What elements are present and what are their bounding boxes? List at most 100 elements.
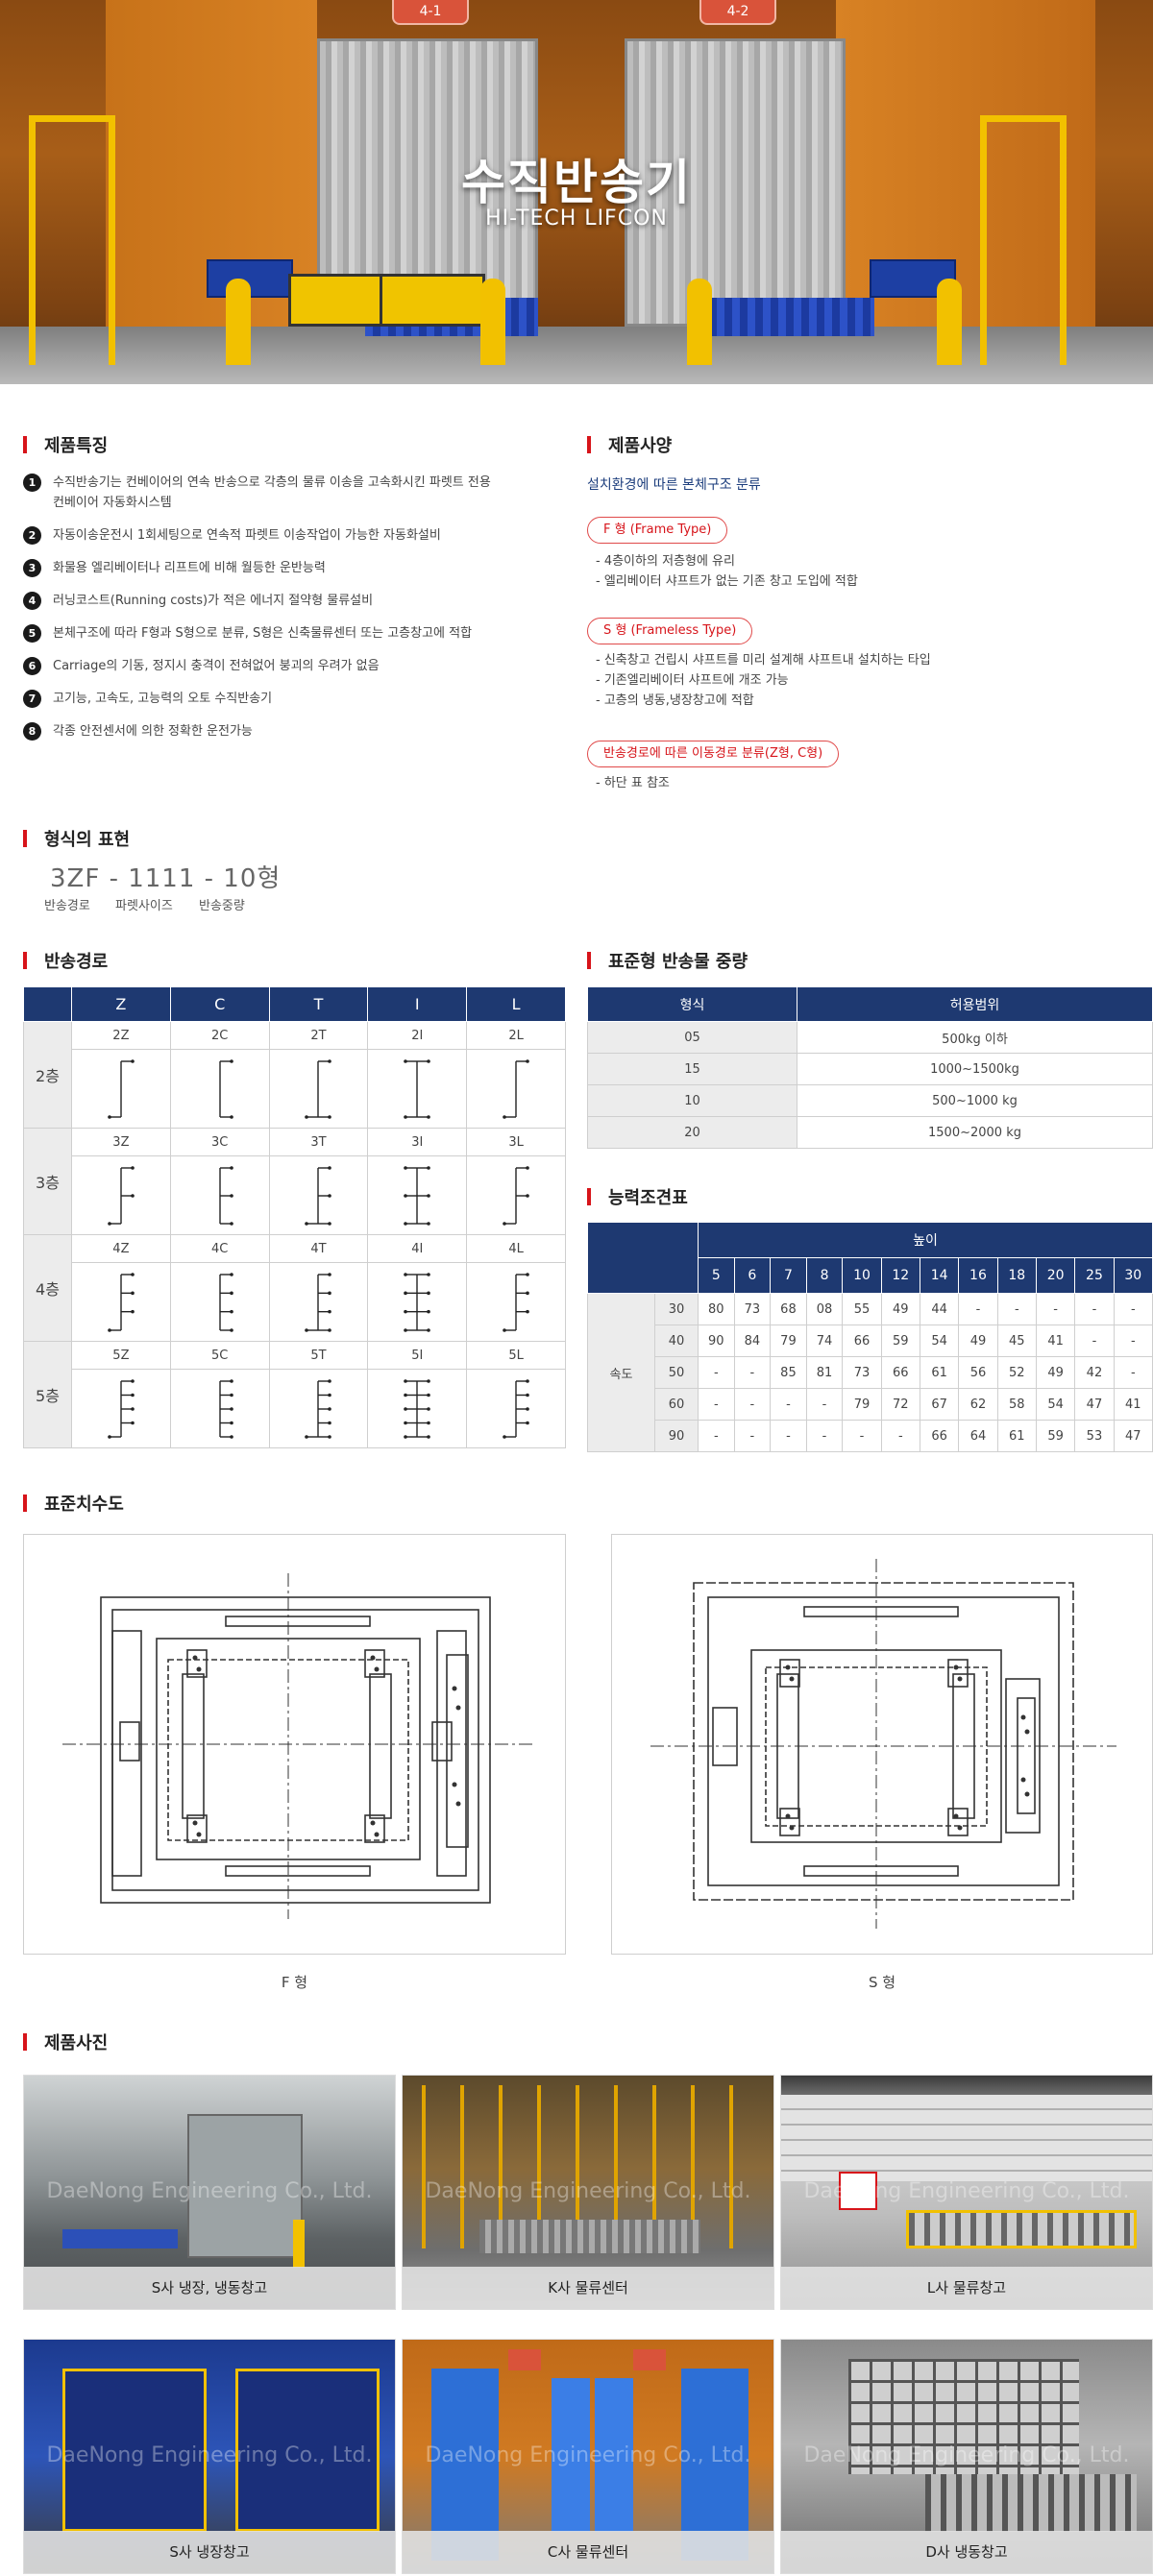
capacity-cell: - — [1113, 1324, 1153, 1357]
table-row — [24, 1049, 566, 1129]
model-caption-route: 반송경로 — [44, 899, 90, 913]
route-path-icon — [404, 1165, 431, 1226]
route-code: 2Z — [71, 1021, 171, 1050]
capacity-cell: 45 — [996, 1324, 1037, 1357]
capacity-cell: 62 — [958, 1388, 998, 1421]
section-heading-spec: 제품사양 — [587, 432, 672, 457]
capacity-cell: 64 — [958, 1420, 998, 1452]
route-path-icon — [108, 1058, 135, 1119]
height-col: 14 — [919, 1257, 960, 1294]
height-col: 16 — [958, 1257, 998, 1294]
capacity-cell: - — [1035, 1293, 1076, 1325]
route-code: 2I — [367, 1021, 468, 1050]
route-code: 4C — [169, 1234, 270, 1263]
route-path-icon — [108, 1378, 135, 1439]
section-heading-route: 반송경로 — [23, 948, 108, 973]
route-path-icon — [305, 1378, 332, 1439]
route-code: 3T — [268, 1128, 369, 1156]
route-code: 4T — [268, 1234, 369, 1263]
section-heading-weight: 표준형 반송물 중량 — [587, 948, 748, 973]
capacity-cell: 72 — [880, 1388, 920, 1421]
route-col-i: I — [367, 986, 468, 1022]
route-code: 5I — [367, 1341, 468, 1370]
route-code: 3Z — [71, 1128, 171, 1156]
capacity-cell: 59 — [1035, 1420, 1076, 1452]
safety-rail-right — [980, 115, 1067, 365]
height-col: 7 — [770, 1257, 807, 1294]
capacity-cell: - — [805, 1420, 844, 1452]
route-path-icon — [218, 1165, 233, 1226]
capacity-cell: - — [733, 1420, 772, 1452]
f-type-drawing — [23, 1534, 566, 1955]
safety-rail-left — [29, 115, 115, 365]
photo-caption: S사 냉장창고 — [24, 2531, 395, 2573]
route-path-icon — [108, 1165, 135, 1226]
route-path-icon — [305, 1058, 332, 1119]
capacity-cell: 56 — [958, 1356, 998, 1389]
height-col: 8 — [805, 1257, 844, 1294]
capacity-cell: - — [698, 1420, 735, 1452]
route-code: 3I — [367, 1128, 468, 1156]
route-code: 2C — [169, 1021, 270, 1050]
height-col: 6 — [733, 1257, 772, 1294]
f-type-plan-diagram — [62, 1573, 533, 1919]
capacity-cell: - — [1113, 1356, 1153, 1389]
capacity-cell: 80 — [698, 1293, 735, 1325]
route-path-icon — [218, 1272, 233, 1332]
capacity-cell: 61 — [996, 1420, 1037, 1452]
route-path-icon — [108, 1272, 135, 1332]
photo-caption: S사 냉장, 냉동창고 — [24, 2267, 395, 2309]
floor-sign-left: 4-1 — [392, 0, 469, 25]
capacity-cell: 53 — [1074, 1420, 1115, 1452]
capacity-cell: 54 — [919, 1324, 960, 1357]
route-col-t: T — [268, 986, 369, 1022]
route-type-list: - 하단 표 참조 — [596, 776, 670, 790]
s-type-drawing — [611, 1534, 1153, 1955]
f-type-pill: F 형 (Frame Type) — [587, 517, 728, 544]
capacity-cell: - — [698, 1388, 735, 1421]
speed-value: 90 — [654, 1420, 699, 1452]
route-col-l: L — [466, 986, 566, 1022]
capacity-cell: - — [733, 1388, 772, 1421]
product-photo: DaeNong Engineering Co., Ltd. C사 물류센터 — [402, 2339, 774, 2574]
capacity-cell: - — [770, 1420, 807, 1452]
route-code: 4L — [466, 1234, 566, 1263]
capacity-cell: 55 — [842, 1293, 882, 1325]
model-caption-pallet: 파렛사이즈 — [115, 899, 173, 913]
height-col: 5 — [698, 1257, 735, 1294]
capacity-cell: 84 — [733, 1324, 772, 1357]
table-row — [24, 1155, 566, 1235]
capacity-cell: 73 — [842, 1356, 882, 1389]
capacity-cell: 85 — [770, 1356, 807, 1389]
route-path-icon — [503, 1165, 529, 1226]
route-path-icon — [503, 1378, 529, 1439]
capacity-cell: - — [1113, 1293, 1153, 1325]
route-code: 4I — [367, 1234, 468, 1263]
route-path-icon — [218, 1378, 233, 1439]
route-path-icon — [305, 1272, 332, 1332]
hero-banner: 4-1 4-2 수직반송기 HI-TECH LIFCON — [0, 0, 1153, 384]
route-code: 3C — [169, 1128, 270, 1156]
model-caption-weight: 반송중량 — [199, 899, 245, 913]
capacity-cell: - — [805, 1388, 844, 1421]
capacity-cell: 90 — [698, 1324, 735, 1357]
table-row — [24, 1369, 566, 1448]
height-col: 10 — [842, 1257, 882, 1294]
product-photo: DaeNong Engineering Co., Ltd. S사 냉장창고 — [23, 2339, 396, 2574]
capacity-cell: 59 — [880, 1324, 920, 1357]
capacity-cell: - — [958, 1293, 998, 1325]
capacity-cell: - — [880, 1420, 920, 1452]
route-path-icon — [305, 1165, 332, 1226]
section-heading-photos: 제품사진 — [23, 2029, 108, 2054]
capacity-cell: 49 — [880, 1293, 920, 1325]
